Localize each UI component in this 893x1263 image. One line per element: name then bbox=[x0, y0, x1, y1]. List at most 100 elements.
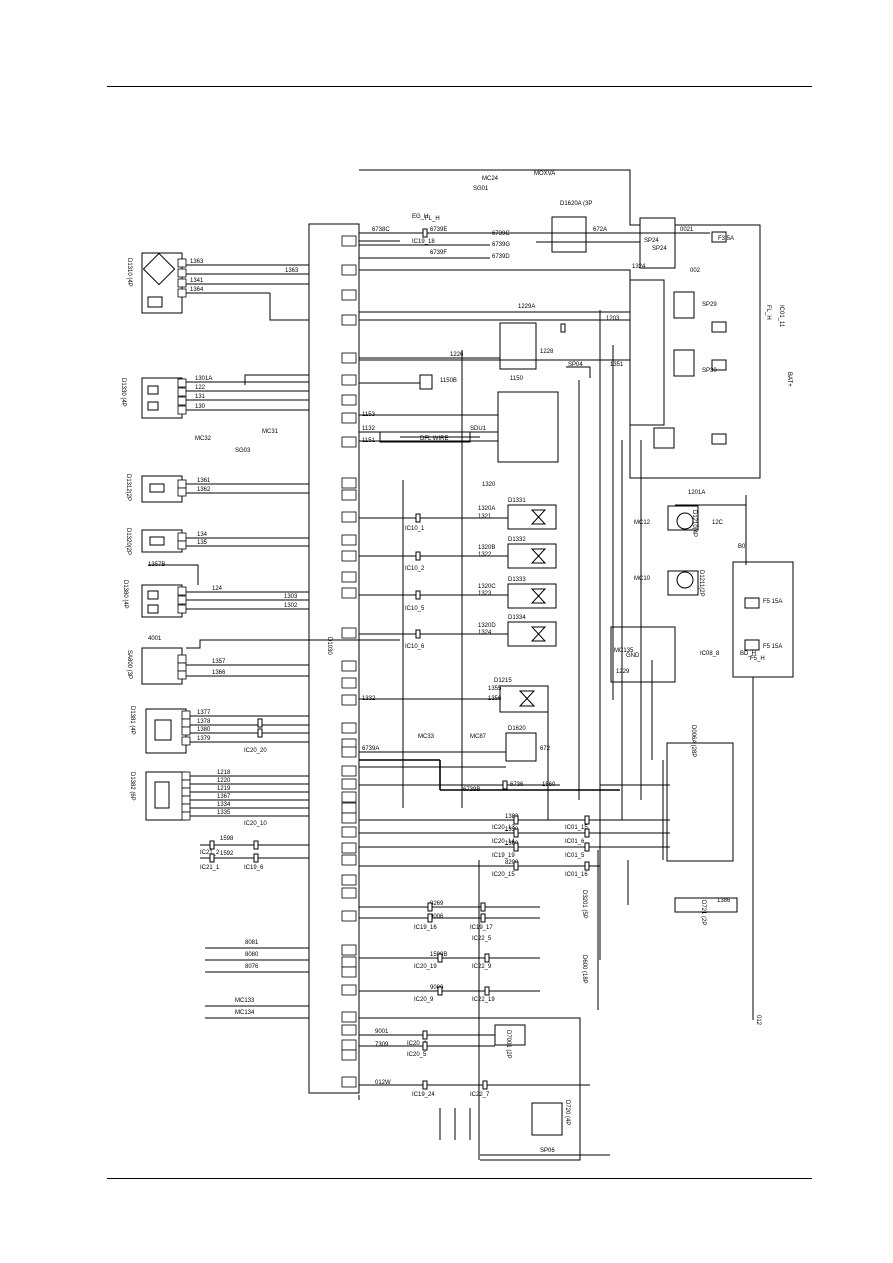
device-pin bbox=[181, 811, 191, 821]
label-1320B: 1320B bbox=[478, 545, 495, 551]
relay-d1620a bbox=[551, 216, 587, 253]
left-wires bbox=[148, 264, 400, 1019]
device-pin bbox=[177, 396, 187, 406]
right-devices bbox=[610, 505, 794, 913]
main-connector: D1030 bbox=[308, 223, 360, 1094]
relay-r3 bbox=[653, 427, 675, 449]
device-pin bbox=[181, 726, 191, 736]
label-MC32: MC32 bbox=[195, 436, 212, 442]
right-label-MC12: MC12 bbox=[634, 520, 651, 526]
splice-connector bbox=[480, 902, 486, 912]
splice-connector bbox=[209, 840, 215, 850]
splice-connector bbox=[480, 913, 486, 923]
label-6739C: 6739C bbox=[492, 231, 510, 237]
right-label-1386: 1386 bbox=[717, 898, 731, 904]
ic-label-IC01_15: IC01_15 bbox=[565, 825, 588, 831]
device-label-D1211: D1211(2P bbox=[698, 570, 704, 597]
device-label-D7001: D7001 (2P bbox=[505, 1030, 511, 1059]
wire-label-1301A: 1301A bbox=[195, 376, 212, 382]
splice-connector bbox=[437, 986, 443, 996]
label-IC10_2: IC10_2 bbox=[405, 566, 425, 572]
wire-label-1592: 1592 bbox=[220, 851, 234, 857]
connector-pin bbox=[341, 746, 357, 758]
actuator-d1215 bbox=[499, 685, 549, 713]
connector-pin bbox=[341, 511, 357, 523]
ic-label-IC19_17: IC19_17 bbox=[470, 925, 493, 931]
wire bbox=[148, 564, 199, 585]
label-672A: 672A bbox=[593, 227, 607, 233]
connector-pin bbox=[341, 436, 357, 448]
device-pin bbox=[177, 278, 187, 288]
wire-label-1220: 1220 bbox=[217, 778, 231, 784]
sensor-1150b bbox=[419, 374, 433, 390]
device-label-D1331: D1331 bbox=[508, 498, 526, 504]
ic-label-IC20_20: IC20_20 bbox=[244, 748, 267, 754]
ic-label-IC01_6: IC01_6 bbox=[565, 839, 585, 845]
splice-connector bbox=[253, 853, 259, 863]
wire-label-1361: 1361 bbox=[197, 478, 211, 484]
device-label-D1620: D1620 bbox=[508, 726, 526, 732]
ic-label-IC22_9: IC22_9 bbox=[472, 964, 492, 970]
ic-label-IC22_5: IC22_5 bbox=[472, 936, 492, 942]
connector-pin bbox=[341, 1024, 357, 1036]
ic-label-IC20_9: IC20_9 bbox=[414, 997, 434, 1003]
device-label-D3201: D3201 (5P bbox=[581, 890, 587, 919]
top-frame bbox=[359, 169, 761, 479]
right-label-F5_15A_2: F5 15A bbox=[763, 644, 782, 650]
device-pin bbox=[177, 586, 187, 596]
label-1320: 1320 bbox=[482, 482, 496, 488]
connector-pin bbox=[341, 677, 357, 689]
splice-connector bbox=[484, 986, 490, 996]
wire-label-MC134: MC134 bbox=[235, 1010, 255, 1016]
splice-connector bbox=[415, 629, 421, 639]
label-9000: 9000 bbox=[430, 985, 444, 991]
fuse-f5b bbox=[744, 639, 760, 651]
label-1321: 1321 bbox=[478, 514, 492, 520]
device-d1330 bbox=[141, 377, 183, 419]
right-label-MC10: MC10 bbox=[634, 576, 651, 582]
label-6739G: 6739G bbox=[492, 242, 510, 248]
connector-pin bbox=[341, 765, 357, 777]
mid-wires bbox=[359, 232, 746, 1156]
connector-pin bbox=[341, 412, 357, 424]
label-1322: 1322 bbox=[478, 552, 492, 558]
connector-pin bbox=[341, 289, 357, 301]
wire-label-1598: 1598 bbox=[220, 836, 234, 842]
ic-label-IC21_1: IC21_1 bbox=[200, 865, 220, 871]
connector-pin bbox=[341, 944, 357, 956]
label-SG03: SG03 bbox=[235, 448, 251, 454]
label-6736: 6736 bbox=[510, 782, 524, 788]
fuse-f31 bbox=[711, 433, 727, 445]
splice-connector bbox=[584, 815, 590, 825]
label-1228: 1228 bbox=[540, 349, 554, 355]
label-1560: 1560 bbox=[542, 782, 556, 788]
wire-label-122: 122 bbox=[195, 385, 206, 391]
ic-label-IC20_13: IC20_13 bbox=[492, 825, 515, 831]
connector-pin bbox=[341, 694, 357, 706]
connector-pin bbox=[341, 874, 357, 886]
right-label-FL_H2: FL_H bbox=[765, 305, 771, 320]
splice-connector bbox=[253, 840, 259, 850]
fuse-block-mid bbox=[629, 279, 665, 426]
label-MC33: MC33 bbox=[418, 734, 435, 740]
label-1368: 1368 bbox=[505, 841, 519, 847]
label-SP06: SP06 bbox=[540, 1148, 555, 1154]
splice-connector bbox=[422, 1080, 428, 1090]
device-pin bbox=[181, 771, 191, 781]
splice-connector bbox=[257, 728, 263, 738]
device-pin bbox=[181, 787, 191, 797]
label-012W: 012W bbox=[375, 1080, 391, 1086]
ic-label-IC01_5: IC01_5 bbox=[565, 853, 585, 859]
device-pin bbox=[181, 803, 191, 813]
connector-pin bbox=[341, 352, 357, 364]
label-SG01: SG01 bbox=[473, 186, 489, 192]
connector-pin bbox=[341, 966, 357, 978]
connector-pin bbox=[341, 802, 357, 814]
ic-label-IC01_16: IC01_16 bbox=[565, 872, 588, 878]
label-1351: 1351 bbox=[610, 362, 624, 368]
device-pin bbox=[177, 258, 187, 268]
label-1324A: 1324 bbox=[632, 264, 646, 270]
label-1229A: 1229A bbox=[518, 304, 535, 310]
wire-label-1357B: 1357B bbox=[148, 562, 165, 568]
